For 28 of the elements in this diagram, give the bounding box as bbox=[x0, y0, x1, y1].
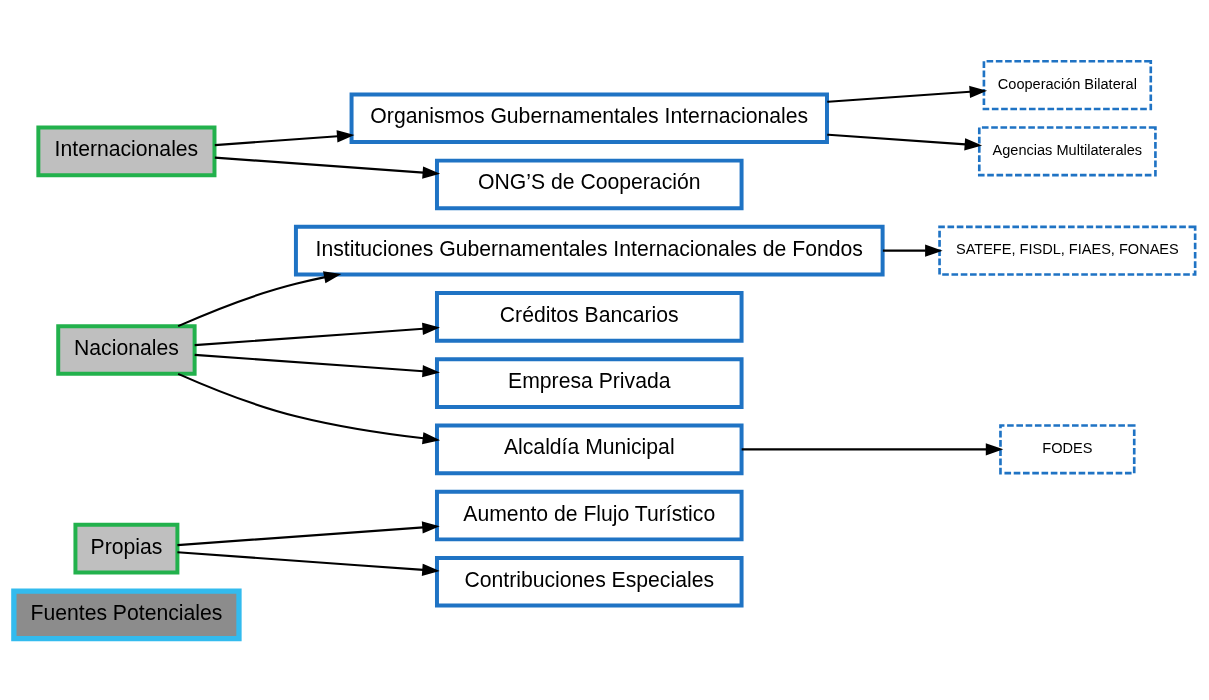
arrow bbox=[827, 133, 983, 151]
arrow bbox=[194, 353, 440, 378]
node-box: Propias bbox=[73, 522, 180, 575]
node-box: Instituciones Gubernamentales Internacionales de Fondos bbox=[293, 224, 885, 277]
node-box: Internacionales bbox=[36, 125, 217, 178]
arrow bbox=[177, 372, 441, 445]
node-box: ONG’S de Cooperación bbox=[435, 158, 744, 211]
arrow bbox=[194, 322, 440, 347]
arrow bbox=[214, 130, 355, 147]
node-box: Aumento de Flujo Turístico bbox=[435, 489, 744, 542]
node-box: Nacionales bbox=[56, 324, 197, 376]
arrow bbox=[214, 156, 441, 179]
node-box: Organismos Gubernamentales Internacionales bbox=[349, 92, 829, 145]
node-box: Empresa Privada bbox=[435, 357, 744, 409]
node-box: SATEFE, FISDL, FIAES, FONAES bbox=[938, 225, 1197, 276]
arrow bbox=[741, 443, 1004, 456]
arrow bbox=[827, 85, 988, 103]
node-box: Contribuciones Especiales bbox=[435, 555, 744, 608]
arrow bbox=[177, 271, 342, 328]
arrow bbox=[177, 521, 440, 547]
node-box: Cooperación Bilateral bbox=[982, 59, 1153, 111]
node-box: Agencias Multilaterales bbox=[977, 126, 1157, 177]
node-box: Alcaldía Municipal bbox=[435, 423, 744, 476]
arrow bbox=[882, 244, 943, 257]
node-box: FODES bbox=[999, 424, 1136, 475]
node-box: Fuentes Potenciales bbox=[11, 588, 242, 642]
arrow bbox=[177, 551, 440, 576]
node-box: Créditos Bancarios bbox=[435, 291, 744, 343]
